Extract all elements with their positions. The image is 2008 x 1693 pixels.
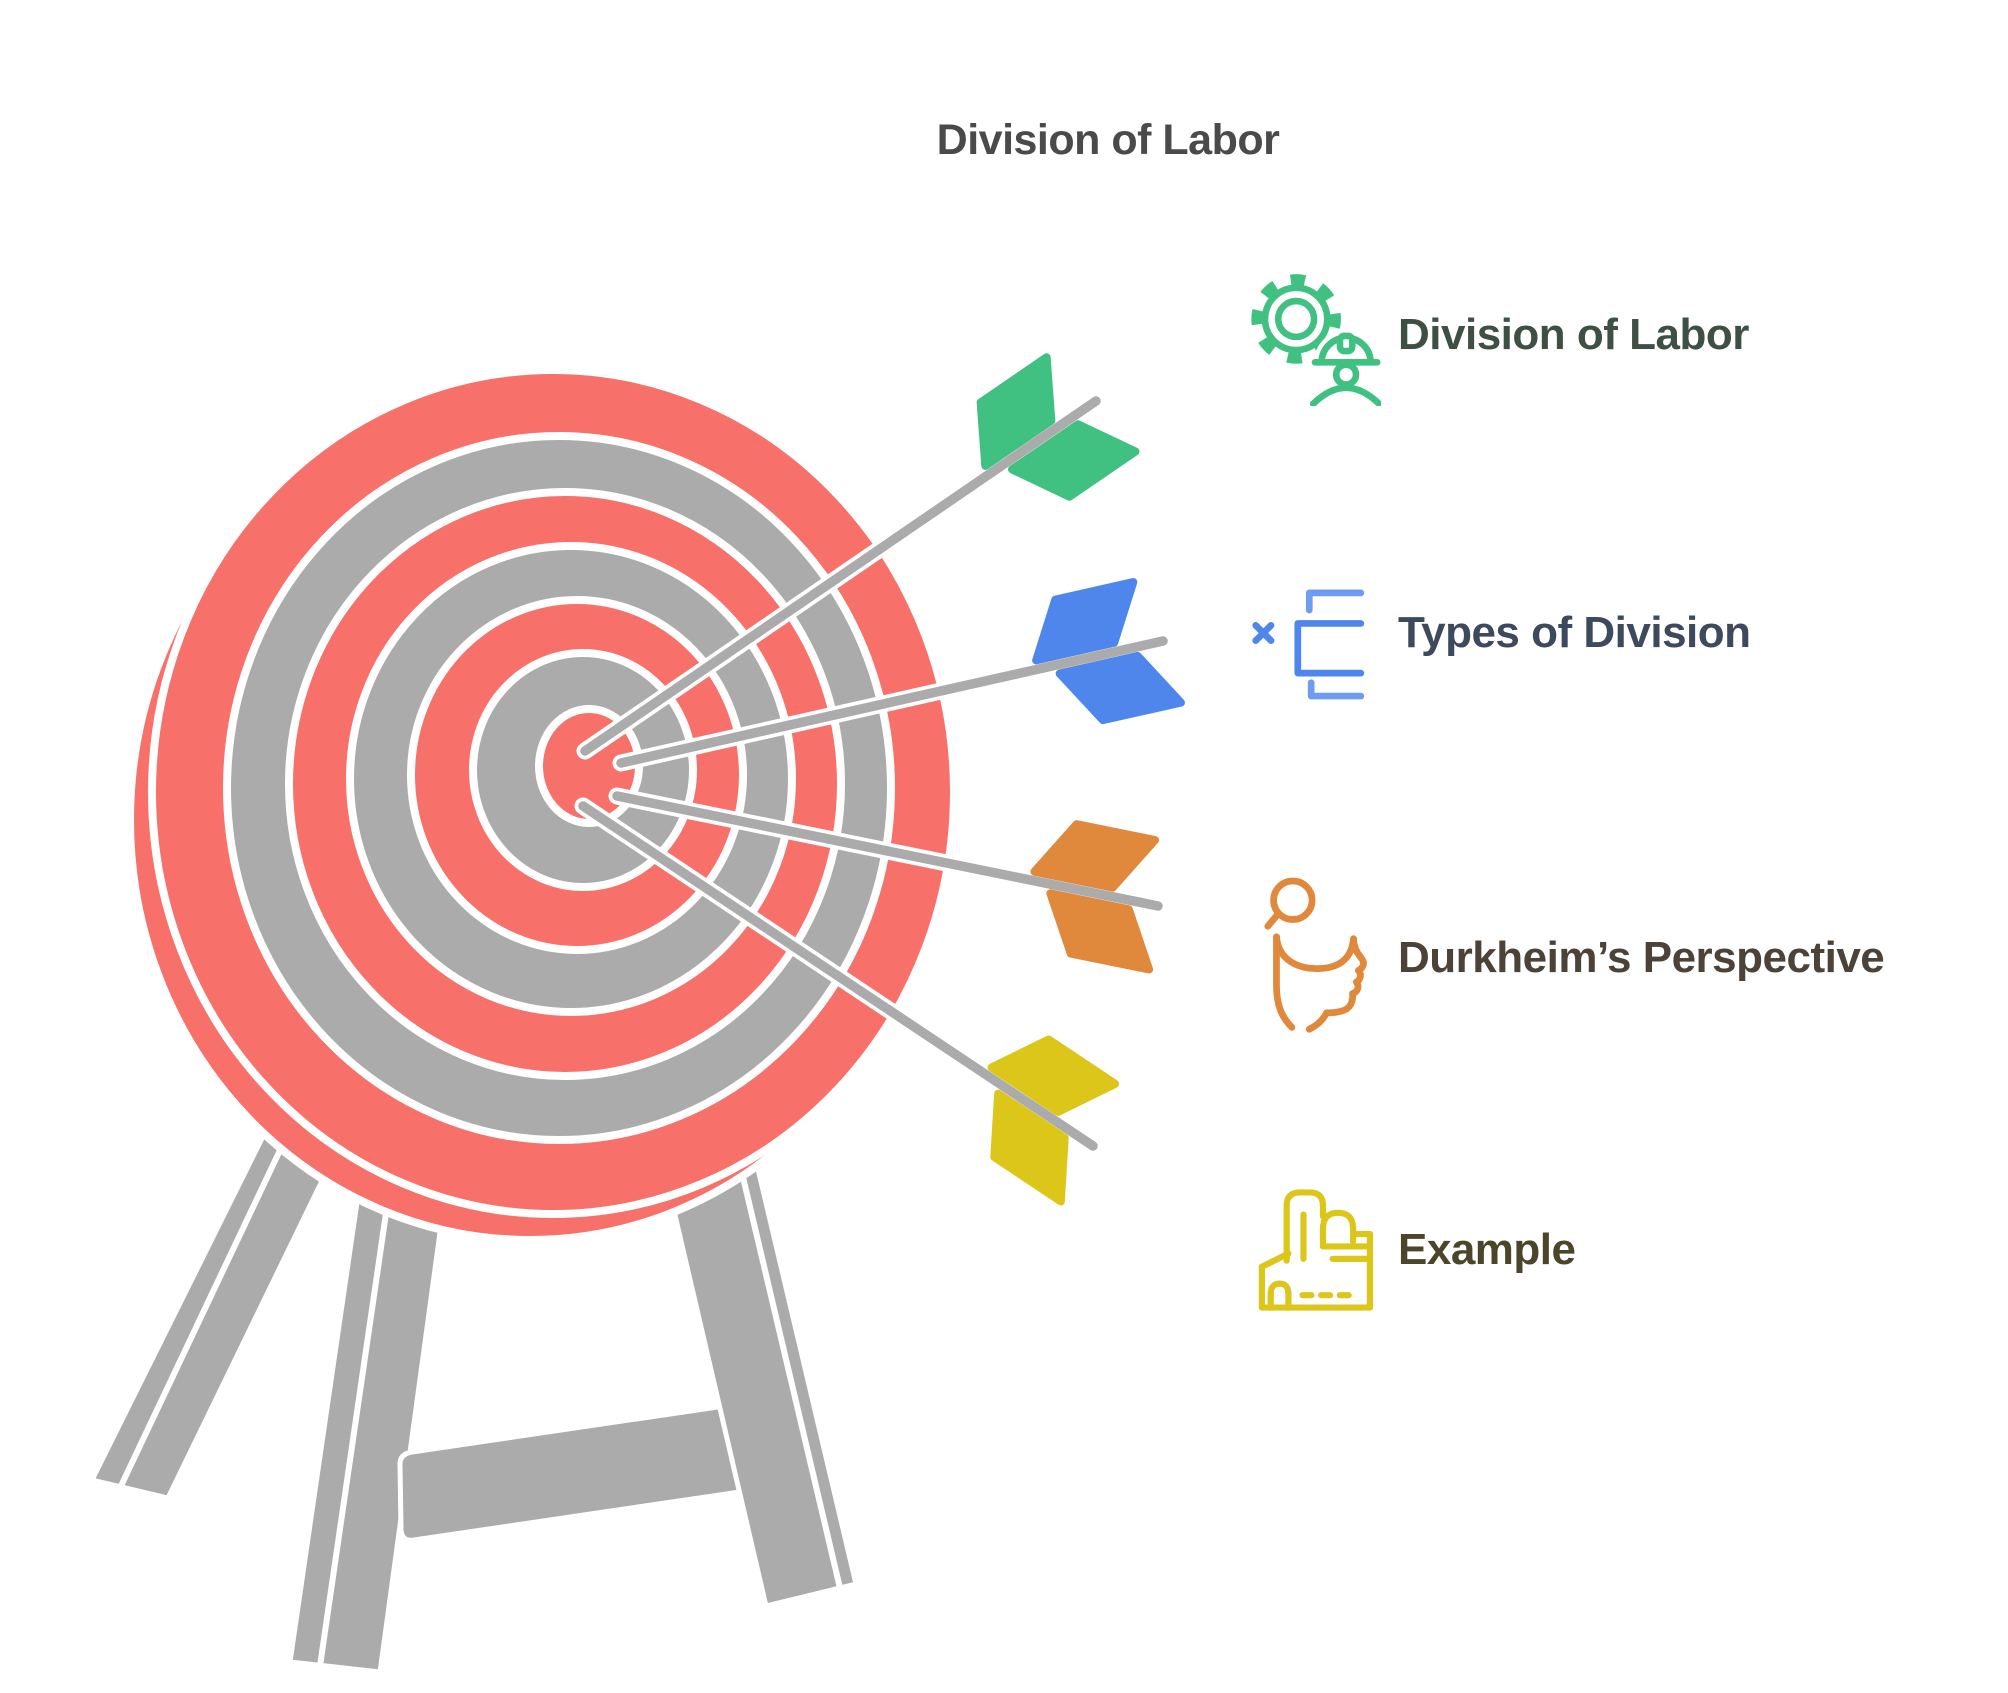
legend-item-example: Example xyxy=(1248,1175,1576,1325)
legend-item-types-of-division: Types of Division xyxy=(1248,558,1751,708)
target-stand xyxy=(89,1059,859,1675)
stand-crossbar xyxy=(397,1401,757,1543)
arrow-green xyxy=(576,353,1140,760)
legend-label: Types of Division xyxy=(1398,608,1751,657)
arrow-orange xyxy=(608,787,1167,974)
blue-fletching xyxy=(1032,578,1138,665)
person-head-icon xyxy=(1248,874,1382,1042)
orange-fletching xyxy=(1030,820,1160,892)
page-title: Division of Labor xyxy=(936,116,1280,164)
arrow-yellow xyxy=(574,797,1120,1206)
yellow-fletching xyxy=(987,1035,1120,1116)
arrow-blue xyxy=(612,578,1185,772)
factory-icon xyxy=(1248,1179,1382,1321)
stand-middle-leg xyxy=(287,1165,451,1675)
green-fletching xyxy=(976,353,1056,470)
legend-label: Example xyxy=(1398,1225,1576,1274)
legend-item-durkheims-perspective: Durkheim’s Perspective xyxy=(1248,877,1885,1033)
legend-label: Division of Labor xyxy=(1398,310,1749,359)
gear-worker-icon xyxy=(1248,264,1382,406)
target-board xyxy=(126,366,958,1244)
legend-label: Durkheim’s Perspective xyxy=(1398,933,1885,982)
hierarchy-icon xyxy=(1248,566,1382,700)
legend-item-division-of-labor: Division of Labor xyxy=(1248,260,1749,410)
